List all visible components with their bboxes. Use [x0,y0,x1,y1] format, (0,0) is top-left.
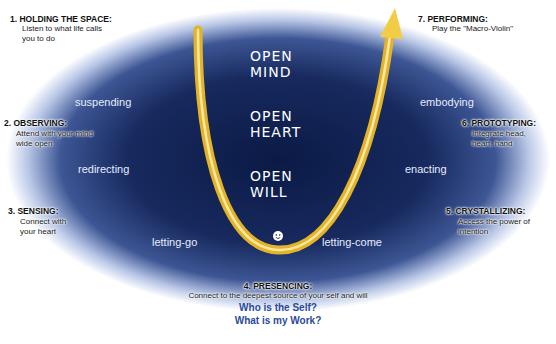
step-heading: 1. HOLDING THE SPACE: [10,14,112,24]
step-instruction: Connect with your heart [20,217,82,236]
movement-label: embodying [420,96,474,109]
step-instruction: Attend with your mind wide open [16,129,96,148]
face-circle [273,231,283,241]
step-heading: 5. CRYSTALLIZING: [446,206,525,216]
step-heading: 3. SENSING: [8,206,59,216]
question-label: What is my Work? [100,315,456,327]
step-heading: 2. OBSERVING: [4,118,67,128]
movement-label: letting-come [322,236,382,249]
face-mouth [276,238,280,239]
u-arrow [198,30,390,250]
field-ellipse [6,8,550,312]
capacity-label: OPEN HEART [250,108,310,140]
face-eye [279,234,281,236]
movement-label: redirecting [78,163,129,176]
question-label: Who is the Self? [100,302,456,314]
movement-label: letting-go [152,236,197,249]
capacity-label: OPEN MIND [250,48,310,80]
step-instruction: Connect to the deepest source of your se… [100,291,456,301]
movement-label: enacting [405,163,447,176]
movement-label: suspending [75,96,131,109]
capacity-label: OPEN WILL [250,168,310,200]
step-heading: 7. PERFORMING: [418,14,488,24]
step-instruction: Listen to what life calls you to do [22,24,117,43]
step-instruction: Access the power of intention [458,217,543,236]
step-instruction: Play the "Macro-Violin" [432,24,513,34]
step-heading: 4. PRESENCING: [100,281,456,291]
step-heading: 6. PROTOTYPING: [462,118,536,128]
u-arrow-highlight [198,30,390,250]
face-eye [276,234,278,236]
face-symbol [273,231,283,241]
step-instruction: Integrate head, heart, hand [472,129,547,148]
arrow-head [380,8,403,39]
